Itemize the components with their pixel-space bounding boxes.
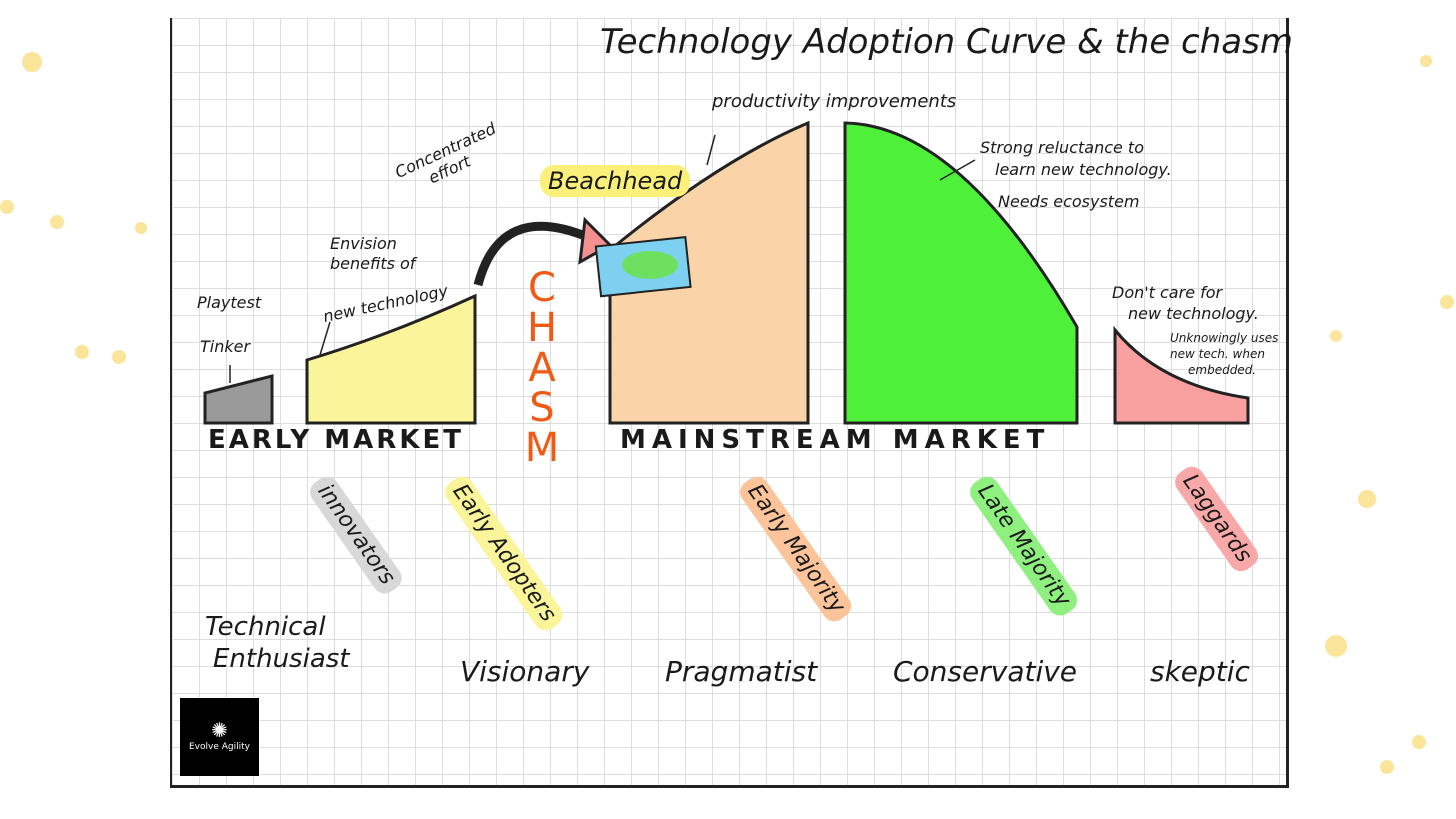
decor-dot xyxy=(1420,55,1432,67)
arrow-head xyxy=(578,216,613,265)
chasm-letter: S xyxy=(529,385,555,431)
laggards-area xyxy=(1113,325,1250,425)
note-envision-2: benefits of xyxy=(330,254,416,273)
beachhead-label: Beachhead xyxy=(540,165,691,197)
map-land xyxy=(622,251,678,279)
pointer-arrow xyxy=(939,159,976,181)
persona-technical: Technical xyxy=(205,612,326,642)
decor-dot xyxy=(135,222,147,234)
persona-visionary: Visionary xyxy=(460,655,590,688)
evolve-agility-logo: ✺ Evolve Agility xyxy=(180,698,259,776)
persona-skeptic: skeptic xyxy=(1150,655,1250,688)
decor-dot xyxy=(1325,635,1347,657)
decor-dot xyxy=(1330,330,1342,342)
decor-dot xyxy=(50,215,64,229)
star-network-icon: ✺ xyxy=(211,718,228,742)
chasm-label: C H A S M xyxy=(522,268,562,468)
decor-dot xyxy=(1412,735,1426,749)
diagram-title: Technology Adoption Curve & the chasm xyxy=(600,22,1293,62)
decor-dot xyxy=(22,52,42,72)
innovators-area xyxy=(203,374,274,425)
decor-dot xyxy=(1358,490,1376,508)
note-unknowingly-1: Unknowingly uses xyxy=(1170,331,1279,345)
pointer-arrow xyxy=(706,134,716,166)
note-dont-care-1: Don't care for xyxy=(1112,283,1223,302)
pointer-arrow xyxy=(319,321,331,356)
early-adopters-area xyxy=(305,293,477,425)
early-majority-area xyxy=(608,120,810,425)
early-market-label: EARLY MARKET xyxy=(208,425,464,455)
persona-pragmatist: Pragmatist xyxy=(665,655,818,688)
decor-dot xyxy=(1440,295,1454,309)
chasm-letter: A xyxy=(528,345,556,391)
note-unknowingly-3: embedded. xyxy=(1188,363,1257,377)
note-reluctance-1: Strong reluctance to xyxy=(980,138,1144,157)
persona-enthusiast: Enthusiast xyxy=(213,644,350,674)
chasm-letter: M xyxy=(524,425,560,471)
late-majority-area xyxy=(843,121,1079,425)
chasm-jump-arrow xyxy=(473,221,592,287)
persona-conservative: Conservative xyxy=(893,655,1078,688)
decor-dot xyxy=(0,200,14,214)
note-envision-1: Envision xyxy=(330,234,397,253)
logo-text: Evolve Agility xyxy=(189,742,250,752)
note-reluctance-2: learn new technology. xyxy=(995,160,1172,179)
note-dont-care-2: new technology. xyxy=(1128,304,1259,323)
decor-dot xyxy=(1380,760,1394,774)
note-playtest: Playtest xyxy=(197,293,262,312)
note-unknowingly-2: new tech. when xyxy=(1170,347,1265,361)
note-ecosystem: Needs ecosystem xyxy=(998,192,1140,211)
note-productivity: productivity improvements xyxy=(712,91,957,112)
mainstream-market-label: MAINSTREAM MARKET xyxy=(620,425,1051,455)
note-tinker: Tinker xyxy=(200,337,251,356)
decor-dot xyxy=(75,345,89,359)
decor-dot xyxy=(112,350,126,364)
chasm-letter: H xyxy=(526,305,558,351)
chasm-letter: C xyxy=(528,265,556,311)
